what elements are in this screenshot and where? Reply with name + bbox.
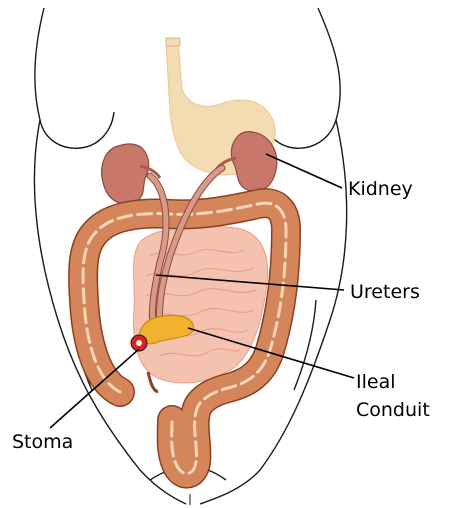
ureters-label: Ureters (350, 281, 420, 303)
kidney-leader-line (266, 154, 342, 188)
ileal-conduit-label-line2: Conduit (356, 399, 430, 421)
stoma (131, 335, 147, 351)
ileal-conduit-label-line1: Ileal (356, 371, 396, 393)
kidney-label: Kidney (348, 178, 413, 200)
stoma-label: Stoma (12, 431, 73, 453)
